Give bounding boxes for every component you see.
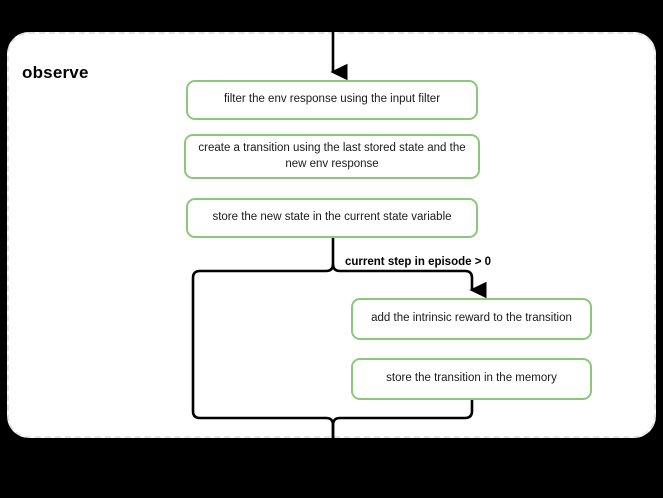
node-filter-env-response[interactable]: filter the env response using the input … — [186, 80, 478, 120]
group-title: observe — [22, 63, 89, 82]
node-store-transition-memory[interactable]: store the transition in the memory — [351, 358, 592, 400]
node-store-new-state[interactable]: store the new state in the current state… — [186, 198, 478, 238]
node-add-intrinsic-reward[interactable]: add the intrinsic reward to the transiti… — [351, 298, 592, 340]
node-create-transition[interactable]: create a transition using the last store… — [184, 134, 480, 179]
branch-condition-label: current step in episode > 0 — [345, 256, 492, 268]
